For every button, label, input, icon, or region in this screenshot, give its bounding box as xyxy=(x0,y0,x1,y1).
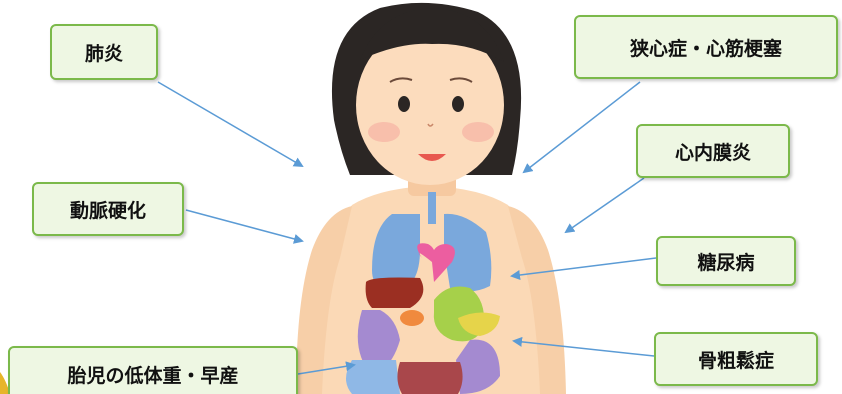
heart xyxy=(417,243,455,282)
cheek-right xyxy=(462,122,494,142)
label-osteoporosis: 骨粗鬆症 xyxy=(654,332,818,386)
eye-left xyxy=(398,96,410,112)
liver xyxy=(365,277,424,308)
cheek-left xyxy=(368,122,400,142)
label-pneumonia: 肺炎 xyxy=(50,24,158,80)
lung-left xyxy=(372,214,420,292)
arrow-angina-mi xyxy=(522,81,641,174)
intestine-right xyxy=(456,339,500,394)
label-endocarditis: 心内膜炎 xyxy=(636,124,790,178)
pancreas xyxy=(458,312,500,336)
hair-bangs xyxy=(360,8,504,62)
label-arteriosclerosis: 動脈硬化 xyxy=(32,182,184,236)
arrow-fetal xyxy=(297,361,356,375)
intestine-left xyxy=(357,310,400,376)
eye-right xyxy=(452,96,464,112)
face xyxy=(356,25,504,185)
arrow-diabetes xyxy=(510,257,657,280)
left-arm xyxy=(296,206,352,394)
trachea xyxy=(428,192,436,224)
label-diabetes: 糖尿病 xyxy=(656,236,796,286)
mouth xyxy=(418,154,446,161)
arrow-pneumonia xyxy=(157,81,304,168)
right-arm xyxy=(508,206,566,394)
arrow-osteoporosis xyxy=(512,336,655,357)
label-fetal: 胎児の低体重・早産 xyxy=(8,346,298,394)
label-angina-mi: 狭心症・心筋梗塞 xyxy=(574,15,838,79)
bladder xyxy=(397,362,463,394)
arrow-arteriosclerosis xyxy=(185,209,304,244)
arrow-endocarditis xyxy=(564,177,645,234)
gold-corner-decoration xyxy=(0,372,10,394)
intestine-lower xyxy=(346,360,400,394)
lung-right xyxy=(444,213,492,292)
gallbladder xyxy=(400,310,424,326)
